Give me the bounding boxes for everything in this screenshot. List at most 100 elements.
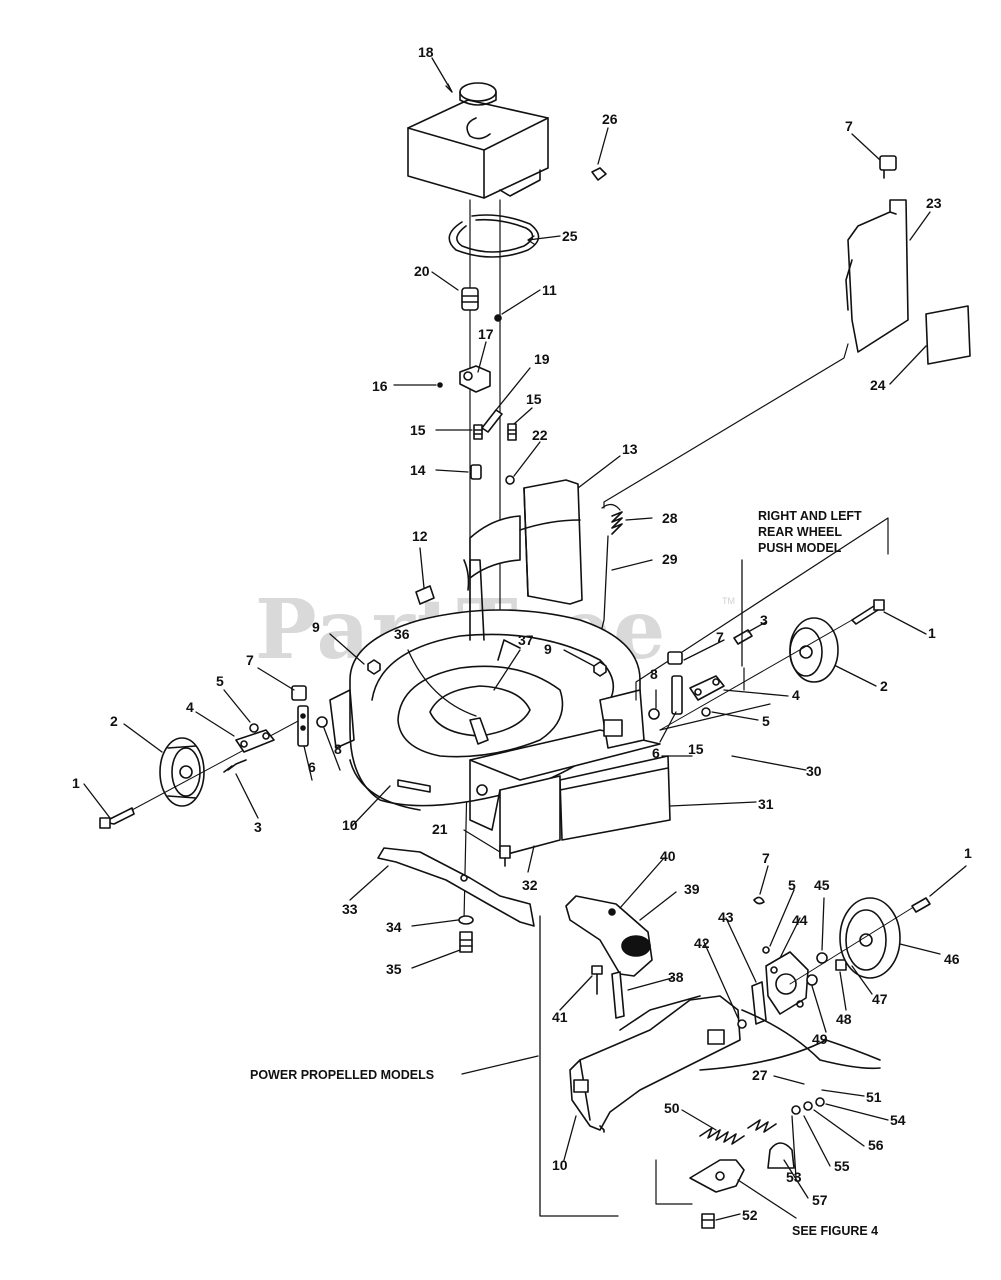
callout-12[interactable]: 12	[412, 528, 428, 544]
blade-part-33[interactable]	[377, 847, 535, 927]
callout-53[interactable]: 53	[786, 1169, 802, 1185]
callout-36[interactable]: 36	[394, 626, 410, 642]
spring-part-28[interactable]	[611, 511, 623, 535]
pin-part-40[interactable]	[608, 908, 616, 916]
callout-15-left[interactable]: 15	[410, 422, 426, 438]
drive-housing-part-10[interactable]	[569, 995, 741, 1133]
callout-7-right[interactable]: 7	[716, 629, 724, 645]
bolt-part-21[interactable]	[499, 845, 511, 867]
engine-part-18[interactable]	[407, 82, 549, 199]
label-part-24[interactable]	[925, 305, 971, 365]
label-part-7-bag[interactable]	[879, 155, 897, 179]
callout-25[interactable]: 25	[562, 228, 578, 244]
snap-ring-part-25[interactable]	[448, 214, 540, 258]
callout-17[interactable]: 17	[478, 326, 494, 342]
washers-parts-53-56[interactable]	[791, 1097, 825, 1115]
callout-16[interactable]: 16	[372, 378, 388, 394]
washer-part-5-right[interactable]	[701, 707, 711, 717]
shaft-part-38[interactable]	[611, 971, 625, 1019]
rod-part-30[interactable]	[659, 703, 771, 731]
callout-52[interactable]: 52	[742, 1207, 758, 1223]
callout-7-left[interactable]: 7	[246, 652, 254, 668]
callout-1-left[interactable]: 1	[72, 775, 80, 791]
rod-part-29[interactable]	[599, 535, 609, 637]
callout-50[interactable]: 50	[664, 1100, 680, 1116]
callout-10-lower[interactable]: 10	[552, 1157, 568, 1173]
callout-15-right[interactable]: 15	[526, 391, 542, 407]
wheel-part-2-right[interactable]	[789, 617, 839, 683]
callout-26[interactable]: 26	[602, 111, 618, 127]
bolt-part-41[interactable]	[591, 965, 603, 995]
callout-10-upper[interactable]: 10	[342, 817, 358, 833]
control-block[interactable]	[689, 1159, 745, 1193]
callout-37[interactable]: 37	[518, 632, 534, 648]
callout-34[interactable]: 34	[386, 919, 402, 935]
callout-32[interactable]: 32	[522, 877, 538, 893]
callout-33[interactable]: 33	[342, 901, 358, 917]
callout-48[interactable]: 48	[836, 1011, 852, 1027]
callout-5-left[interactable]: 5	[216, 673, 224, 689]
nut-part-9-left[interactable]	[367, 659, 381, 675]
callout-7-lower[interactable]: 7	[762, 850, 770, 866]
callout-47[interactable]: 47	[872, 991, 888, 1007]
callout-19[interactable]: 19	[534, 351, 550, 367]
callout-49[interactable]: 49	[812, 1031, 828, 1047]
callout-8-right[interactable]: 8	[650, 666, 658, 682]
callout-4-right[interactable]: 4	[792, 687, 800, 703]
callout-40[interactable]: 40	[660, 848, 676, 864]
pin-part-16[interactable]	[437, 382, 443, 388]
washer-part-42[interactable]	[737, 1019, 747, 1029]
bushing-part-14[interactable]	[470, 464, 482, 480]
callout-15-lower[interactable]: 15	[688, 741, 704, 757]
nut-part-8-right[interactable]	[648, 708, 660, 720]
bracket-part-43[interactable]	[751, 981, 767, 1025]
callout-41[interactable]: 41	[552, 1009, 568, 1025]
cable-part-27[interactable]	[699, 1009, 881, 1071]
clip-part-7-lower[interactable]	[753, 896, 765, 905]
callout-30[interactable]: 30	[806, 763, 822, 779]
washer-part-45[interactable]	[816, 952, 828, 964]
gear-part-44[interactable]	[765, 951, 809, 1015]
grass-bag-part-23[interactable]	[845, 199, 909, 353]
callout-57[interactable]: 57	[812, 1192, 828, 1208]
rear-flap-part-31[interactable]	[559, 755, 671, 841]
callout-45[interactable]: 45	[814, 877, 830, 893]
right-height-adjust-bracket[interactable]	[599, 689, 645, 749]
callout-44[interactable]: 44	[792, 912, 808, 928]
washer-part-49[interactable]	[806, 974, 818, 986]
bolt-part-3-right[interactable]	[733, 629, 753, 645]
callout-43[interactable]: 43	[718, 909, 734, 925]
callout-51[interactable]: 51	[866, 1089, 882, 1105]
callout-1-right[interactable]: 1	[928, 625, 936, 641]
callout-31[interactable]: 31	[758, 796, 774, 812]
screw-part-15b[interactable]	[507, 423, 517, 441]
callout-39[interactable]: 39	[684, 881, 700, 897]
callout-22[interactable]: 22	[532, 427, 548, 443]
callout-1-lower[interactable]: 1	[964, 845, 972, 861]
chute-deflector-part-13[interactable]	[463, 479, 583, 605]
callout-8-left[interactable]: 8	[334, 741, 342, 757]
callout-2-left[interactable]: 2	[110, 713, 118, 729]
callout-20[interactable]: 20	[414, 263, 430, 279]
callout-9-left[interactable]: 9	[312, 619, 320, 635]
nut-part-52[interactable]	[701, 1213, 715, 1229]
plate-part-4-right[interactable]	[689, 675, 725, 701]
callout-27[interactable]: 27	[752, 1067, 768, 1083]
callout-54[interactable]: 54	[890, 1112, 906, 1128]
washer-part-5-lower[interactable]	[762, 946, 770, 954]
callout-11[interactable]: 11	[542, 282, 557, 298]
spacer-part-6-left[interactable]	[297, 705, 309, 747]
lever-part-57[interactable]	[767, 1142, 795, 1169]
rod-part-19[interactable]	[481, 409, 503, 433]
callout-21[interactable]: 21	[432, 821, 448, 837]
callout-14[interactable]: 14	[410, 462, 426, 478]
spacer-part-6-right[interactable]	[671, 675, 683, 715]
washer-part-34[interactable]	[458, 915, 474, 925]
wheel-part-2-left[interactable]	[159, 737, 205, 807]
bolt-part-1-left[interactable]	[99, 807, 135, 829]
tab-part-12[interactable]	[415, 585, 435, 605]
callout-23[interactable]: 23	[926, 195, 942, 211]
bolt-part-1-lower[interactable]	[911, 897, 931, 913]
callout-5-lower[interactable]: 5	[788, 877, 796, 893]
callout-5-right[interactable]: 5	[762, 713, 770, 729]
